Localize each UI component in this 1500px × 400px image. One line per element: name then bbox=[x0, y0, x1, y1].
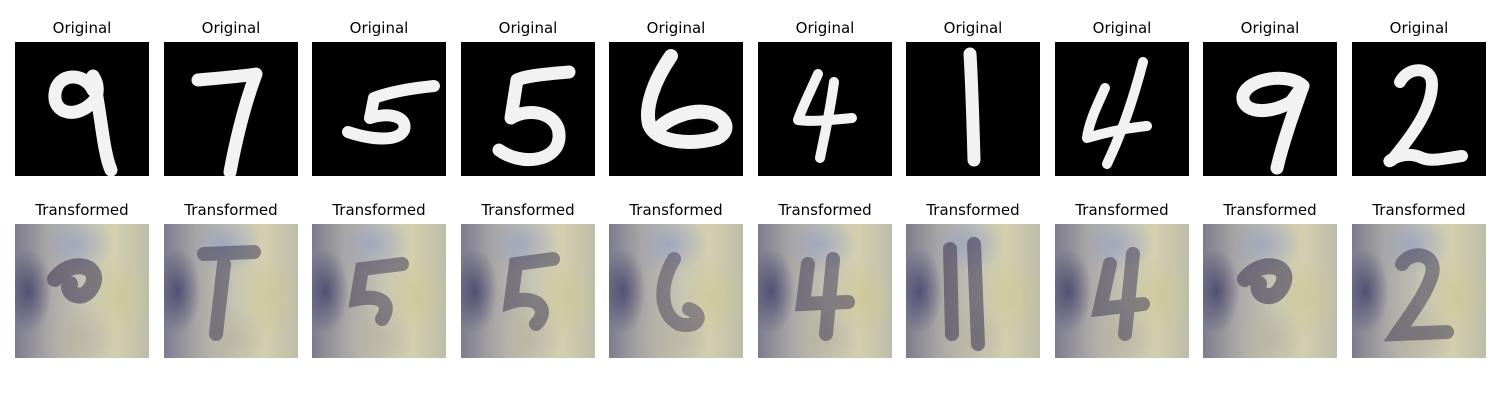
original-image-digit-7 bbox=[164, 42, 298, 176]
transformed-image bbox=[312, 224, 446, 358]
original-title: Original bbox=[349, 19, 409, 37]
original-title: Original bbox=[52, 19, 112, 37]
original-image-digit-4 bbox=[758, 42, 892, 176]
transformed-title: Transformed bbox=[629, 201, 723, 219]
original-title: Original bbox=[795, 19, 855, 37]
transformed-image bbox=[758, 224, 892, 358]
transformed-image bbox=[164, 224, 298, 358]
original-image-digit-5 bbox=[312, 42, 446, 176]
transformed-title: Transformed bbox=[35, 201, 129, 219]
transformed-title: Transformed bbox=[1075, 201, 1169, 219]
transformed-image bbox=[1203, 224, 1337, 358]
original-title: Original bbox=[1240, 19, 1300, 37]
original-image-digit-1 bbox=[906, 42, 1040, 176]
transformed-title: Transformed bbox=[481, 201, 575, 219]
transformed-title: Transformed bbox=[184, 201, 278, 219]
original-title: Original bbox=[943, 19, 1003, 37]
original-image-digit-5 bbox=[461, 42, 595, 176]
transformed-image bbox=[461, 224, 595, 358]
original-image-digit-4 bbox=[1055, 42, 1189, 176]
transformed-image bbox=[1055, 224, 1189, 358]
transformed-image bbox=[15, 224, 149, 358]
original-title: Original bbox=[1092, 19, 1152, 37]
original-image-digit-9 bbox=[15, 42, 149, 176]
transformed-image bbox=[609, 224, 743, 358]
original-title: Original bbox=[646, 19, 706, 37]
original-image-digit-2 bbox=[1352, 42, 1486, 176]
transformed-title: Transformed bbox=[1372, 201, 1466, 219]
original-image-digit-6 bbox=[609, 42, 743, 176]
transformed-title: Transformed bbox=[778, 201, 872, 219]
original-title: Original bbox=[201, 19, 261, 37]
original-title: Original bbox=[1389, 19, 1449, 37]
transformed-title: Transformed bbox=[926, 201, 1020, 219]
original-image-digit-9 bbox=[1203, 42, 1337, 176]
transformed-title: Transformed bbox=[332, 201, 426, 219]
transformed-image bbox=[1352, 224, 1486, 358]
original-title: Original bbox=[498, 19, 558, 37]
transformed-image bbox=[906, 224, 1040, 358]
transformed-title: Transformed bbox=[1223, 201, 1317, 219]
